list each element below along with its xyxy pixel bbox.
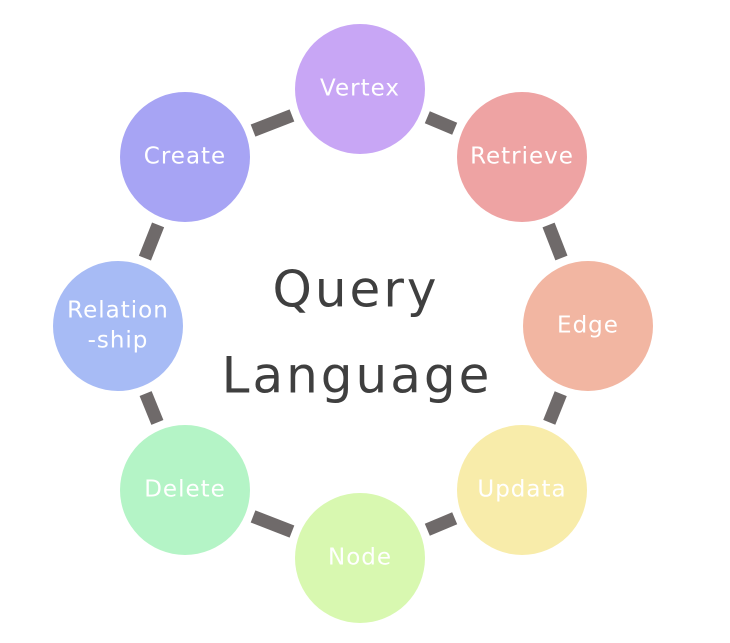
node-create-circle — [120, 92, 250, 222]
center-title: Query Language — [222, 261, 493, 405]
connector-5 — [250, 510, 295, 538]
node-updata: Updata — [457, 425, 587, 555]
node-delete-label: Delete — [144, 477, 226, 503]
node-retrieve-label: Retrieve — [470, 144, 574, 170]
node-updata-label: Updata — [477, 477, 566, 503]
node-retrieve: Retrieve — [457, 92, 587, 222]
node-relationship: Relation -ship — [53, 261, 183, 391]
node-delete: Delete — [120, 425, 250, 555]
node-create: Create — [120, 92, 250, 222]
node-create-label: Create — [144, 144, 226, 170]
connector-1 — [424, 111, 458, 135]
connector-8 — [250, 109, 295, 137]
node-edge: Edge — [523, 261, 653, 391]
node-relationship-circle — [53, 261, 183, 391]
node-relationship-label-2: -ship — [88, 328, 149, 354]
connector-4 — [424, 512, 458, 536]
node-updata-circle — [457, 425, 587, 555]
center-title-line2: Language — [222, 347, 493, 405]
node-relationship-label-1: Relation — [67, 298, 169, 324]
node-vertex-circle — [295, 24, 425, 154]
node-node-label: Node — [328, 545, 392, 571]
connector-3 — [543, 391, 567, 425]
connector-2 — [542, 222, 568, 261]
node-vertex: Vertex — [295, 24, 425, 154]
connector-6 — [139, 391, 164, 425]
connectors — [138, 109, 568, 538]
node-vertex-label: Vertex — [320, 76, 400, 102]
node-node: Node — [295, 493, 425, 623]
node-delete-circle — [120, 425, 250, 555]
node-edge-label: Edge — [557, 313, 619, 339]
node-node-circle — [295, 493, 425, 623]
connector-7 — [138, 222, 165, 261]
node-edge-circle — [523, 261, 653, 391]
node-retrieve-circle — [457, 92, 587, 222]
center-title-line1: Query — [273, 261, 440, 319]
